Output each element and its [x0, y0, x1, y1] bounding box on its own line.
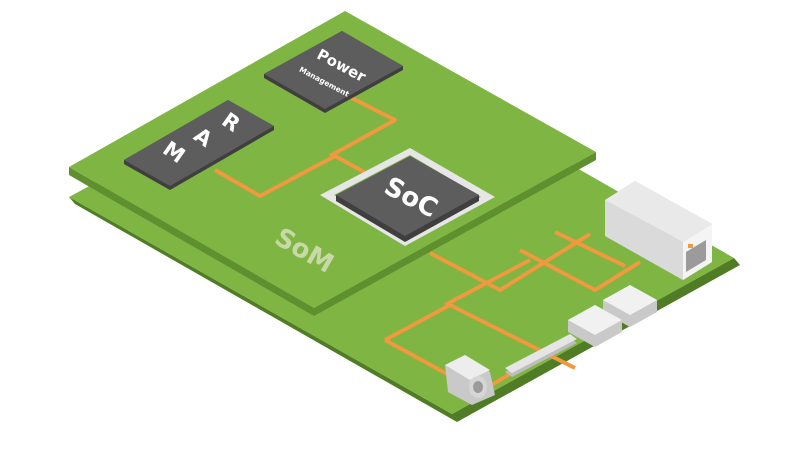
soc-chip: SoC: [320, 148, 495, 246]
trace: [429, 232, 592, 292]
trace: [554, 230, 626, 268]
ethernet-jack: [605, 181, 712, 280]
usb-port: [568, 305, 622, 347]
som-board-edge: [69, 152, 596, 316]
trace: [384, 303, 576, 370]
trace: [444, 258, 531, 307]
header-connector: [505, 334, 577, 377]
som-traces: [213, 90, 397, 198]
power-management-chip: Power Management: [264, 31, 403, 113]
power-jack: [445, 355, 495, 405]
ram-chip: R A M: [124, 100, 274, 190]
trace: [519, 248, 642, 292]
trace: [329, 90, 397, 158]
trace: [213, 154, 376, 198]
usb-port: [603, 285, 657, 327]
